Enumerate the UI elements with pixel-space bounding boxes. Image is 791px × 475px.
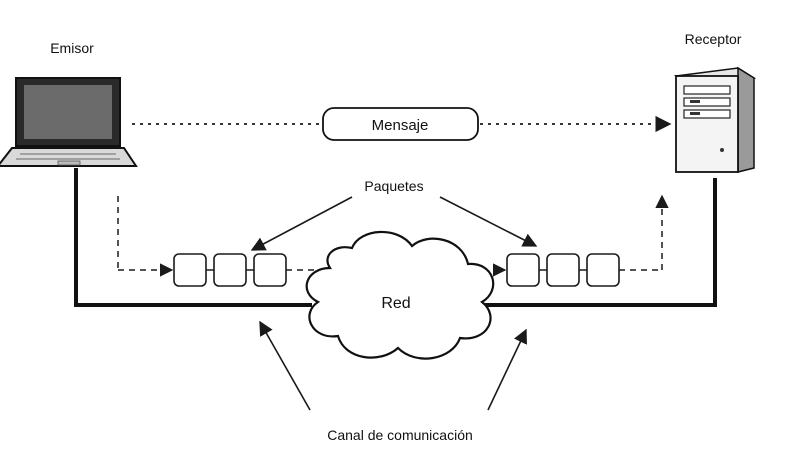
channel-arrow-right <box>487 328 527 411</box>
packets-arrow-right <box>439 196 538 247</box>
server-tower-icon <box>673 66 757 173</box>
packet-box-right-2 <box>546 253 580 287</box>
receiver-label: Receptor <box>685 31 742 47</box>
packet-box-right-3 <box>586 253 620 287</box>
packets-right-group <box>506 253 620 287</box>
network-label: Red <box>381 295 410 312</box>
cloud-icon <box>305 230 495 360</box>
packets-arrow-left <box>250 196 353 251</box>
sender-label: Emisor <box>50 40 94 56</box>
channel-arrow-left <box>259 320 311 411</box>
packet-box-left-3 <box>253 253 287 287</box>
message-label: Mensaje <box>372 117 429 134</box>
message-box <box>322 107 479 141</box>
packets-left-group <box>173 253 287 287</box>
channel-wire-right <box>485 178 717 307</box>
laptop-icon <box>0 77 138 167</box>
packet-box-left-2 <box>213 253 247 287</box>
packet-box-right-1 <box>506 253 540 287</box>
channel-label: Canal de comunicación <box>327 427 473 443</box>
channel-wire-left <box>74 168 312 307</box>
packet-box-left-1 <box>173 253 207 287</box>
packets-label: Paquetes <box>364 178 423 194</box>
